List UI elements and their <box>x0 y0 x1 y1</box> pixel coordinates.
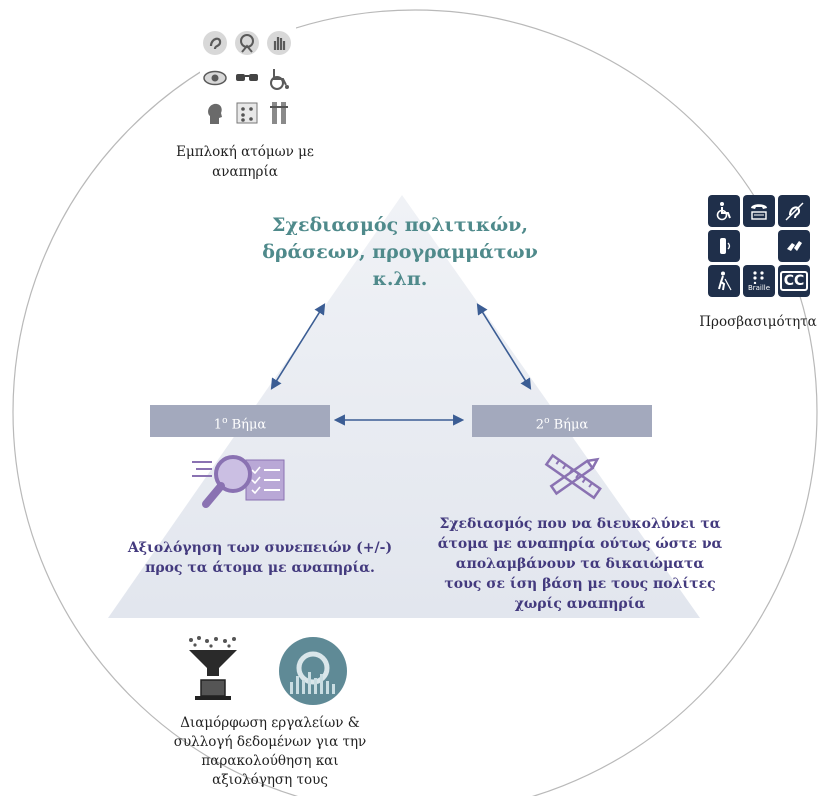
step2-desc-line-2: άτομα με αναπηρία ούτως ώστε να <box>437 536 723 552</box>
braille-label: Braille <box>747 284 771 292</box>
sign-language-icon <box>778 230 810 262</box>
step2-sup: ο <box>544 416 550 426</box>
tools-caption: Διαμόρφωση εργαλείων & συλλογή δεδομένων… <box>150 714 390 790</box>
step2-desc-line-5: χωρίς αναπηρία <box>514 596 646 612</box>
hand-icon <box>264 26 294 59</box>
magnifier-checklist-icon <box>192 455 285 508</box>
involvement-caption-line-1: Εμπλοκή ατόμων με <box>176 144 314 160</box>
accessibility-icon-grid: Braille CC <box>708 195 812 297</box>
closed-captions-icon: CC <box>778 265 810 297</box>
involvement-caption: Εμπλοκή ατόμων με αναπηρία <box>140 142 350 182</box>
wheelchair-icon <box>708 195 740 227</box>
glasses-icon <box>232 61 262 94</box>
tools-caption-line-1: Διαμόρφωση εργαλείων & <box>180 715 360 731</box>
tools-caption-line-3: παρακολούθηση και <box>201 753 339 769</box>
hearing-icon <box>778 195 810 227</box>
head-icon <box>232 26 262 59</box>
arrow-title-step1 <box>270 303 326 390</box>
step2-desc-line-1: Σχεδιασμός που να διευκολύνει τα <box>439 516 721 532</box>
step1-desc-line-1: Αξιολόγηση των συνεπειών (+/-) <box>127 540 393 556</box>
eye-icon <box>200 61 230 94</box>
step2-desc-line-4: τους σε ίση βάση με τους πολίτες <box>444 576 716 592</box>
pencil-ruler-icon <box>544 453 602 500</box>
volume-phone-icon <box>708 230 740 262</box>
arrow-title-step2 <box>476 303 532 390</box>
cc-label: CC <box>779 271 809 291</box>
funnel-laptop-icon <box>189 636 237 700</box>
ear-icon <box>200 26 230 59</box>
crutches-icon <box>264 96 294 129</box>
step2-desc-line-3: απολαμβάνουν τα δικαιώματα <box>455 556 705 572</box>
braille-grid-icon <box>232 96 262 129</box>
braille-icon: Braille <box>743 265 775 297</box>
title-line-1: Σχεδιασμός πολιτικών, <box>272 214 528 236</box>
head-profile-icon <box>200 96 230 129</box>
blind-walker-icon <box>708 265 740 297</box>
wheelchair-icon <box>264 61 294 94</box>
involvement-caption-line-2: αναπηρία <box>212 164 278 180</box>
title-line-3: κ.λπ. <box>372 268 428 290</box>
tools-caption-line-4: αξιολόγηση τους <box>212 772 328 788</box>
tty-phone-icon <box>743 195 775 227</box>
step1-label: Βήμα <box>227 417 267 433</box>
step2-label: Βήμα <box>549 417 589 433</box>
step1-number: 1 <box>213 417 223 433</box>
pyramid-title: Σχεδιασμός πολιτικών, δράσεων, προγραμμά… <box>230 212 570 293</box>
outer-circle <box>12 9 818 796</box>
data-circle-icon <box>279 637 347 705</box>
step2-description: Σχεδιασμός που να διευκολύνει τα άτομα μ… <box>420 514 740 614</box>
accessibility-caption: Προσβασιμότητα <box>686 312 830 332</box>
step2-number: 2 <box>535 417 545 433</box>
step1-box: 1ο Βήμα <box>150 405 330 437</box>
step1-description: Αξιολόγηση των συνεπειών (+/-) προς τα ά… <box>110 538 410 578</box>
title-line-2: δράσεων, προγραμμάτων <box>262 241 538 263</box>
step1-sup: ο <box>222 416 228 426</box>
involvement-icon-grid <box>200 26 296 132</box>
pyramid-triangle <box>108 195 700 618</box>
accessibility-caption-text: Προσβασιμότητα <box>699 314 817 330</box>
empty-cell <box>743 230 775 262</box>
step2-box: 2ο Βήμα <box>472 405 652 437</box>
tools-caption-line-2: συλλογή δεδομένων για την <box>173 734 367 750</box>
step1-desc-line-2: προς τα άτομα με αναπηρία. <box>145 560 375 576</box>
